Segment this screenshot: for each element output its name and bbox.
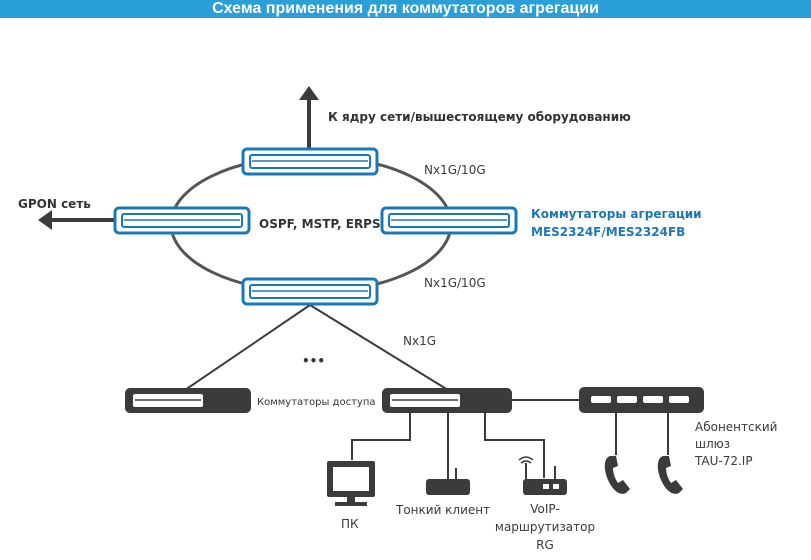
protocols-label: OSPF, MSTP, ERPS: [259, 217, 381, 231]
voip-router-icon: [518, 456, 567, 495]
access-switch-left: [125, 388, 251, 413]
diagram-title: Схема применения для коммутаторов агрега…: [0, 0, 811, 18]
subscriber-gateway: [579, 387, 704, 413]
link-speed-label-bottom: Nx1G/10G: [424, 276, 486, 290]
pc-icon: [327, 461, 375, 506]
phone-icon: [604, 456, 630, 494]
aggregation-model-label: MES2324F/MES2324FB: [531, 225, 685, 239]
gpon-label: GPON сеть: [18, 197, 91, 211]
gpon-arrowhead-icon: [38, 210, 52, 230]
aggregation-switches-label: Коммутаторы агрегации: [531, 207, 702, 221]
access-link-label: Nx1G: [403, 334, 436, 348]
link-pc: [351, 413, 411, 460]
voip-router-label-line2: маршрутизатор: [495, 520, 595, 534]
gateway-model-label: TAU-72.IP: [694, 454, 753, 468]
link-voip-router: [484, 413, 545, 478]
access-switch-right: [382, 388, 512, 413]
link-access-left: [184, 304, 311, 391]
aggregation-switch-left: [113, 206, 251, 235]
voip-router-label: VoIP-: [530, 502, 559, 516]
link-speed-label-top: Nx1G/10G: [424, 163, 486, 177]
access-switches-label: Коммутаторы доступа: [257, 397, 375, 408]
phone-icon: [657, 456, 683, 494]
core-arrowhead-icon: [299, 86, 319, 100]
aggregation-switch-bottom: [241, 277, 379, 306]
pc-label: ПК: [341, 517, 359, 531]
aggregation-switch-right: [380, 206, 518, 235]
thin-client-icon: [426, 468, 470, 495]
thin-client-label: Тонкий клиент: [395, 503, 490, 517]
core-label: К ядру сети/вышестоящему оборудованию: [328, 110, 631, 124]
voip-router-label-line3: RG: [536, 538, 554, 552]
more-switches-dots: •••: [302, 354, 325, 368]
gateway-label: Абонентский: [695, 420, 777, 434]
link-access-right: [309, 304, 449, 391]
aggregation-switch-top: [241, 147, 379, 176]
gateway-label-line2: шлюз: [695, 437, 730, 451]
